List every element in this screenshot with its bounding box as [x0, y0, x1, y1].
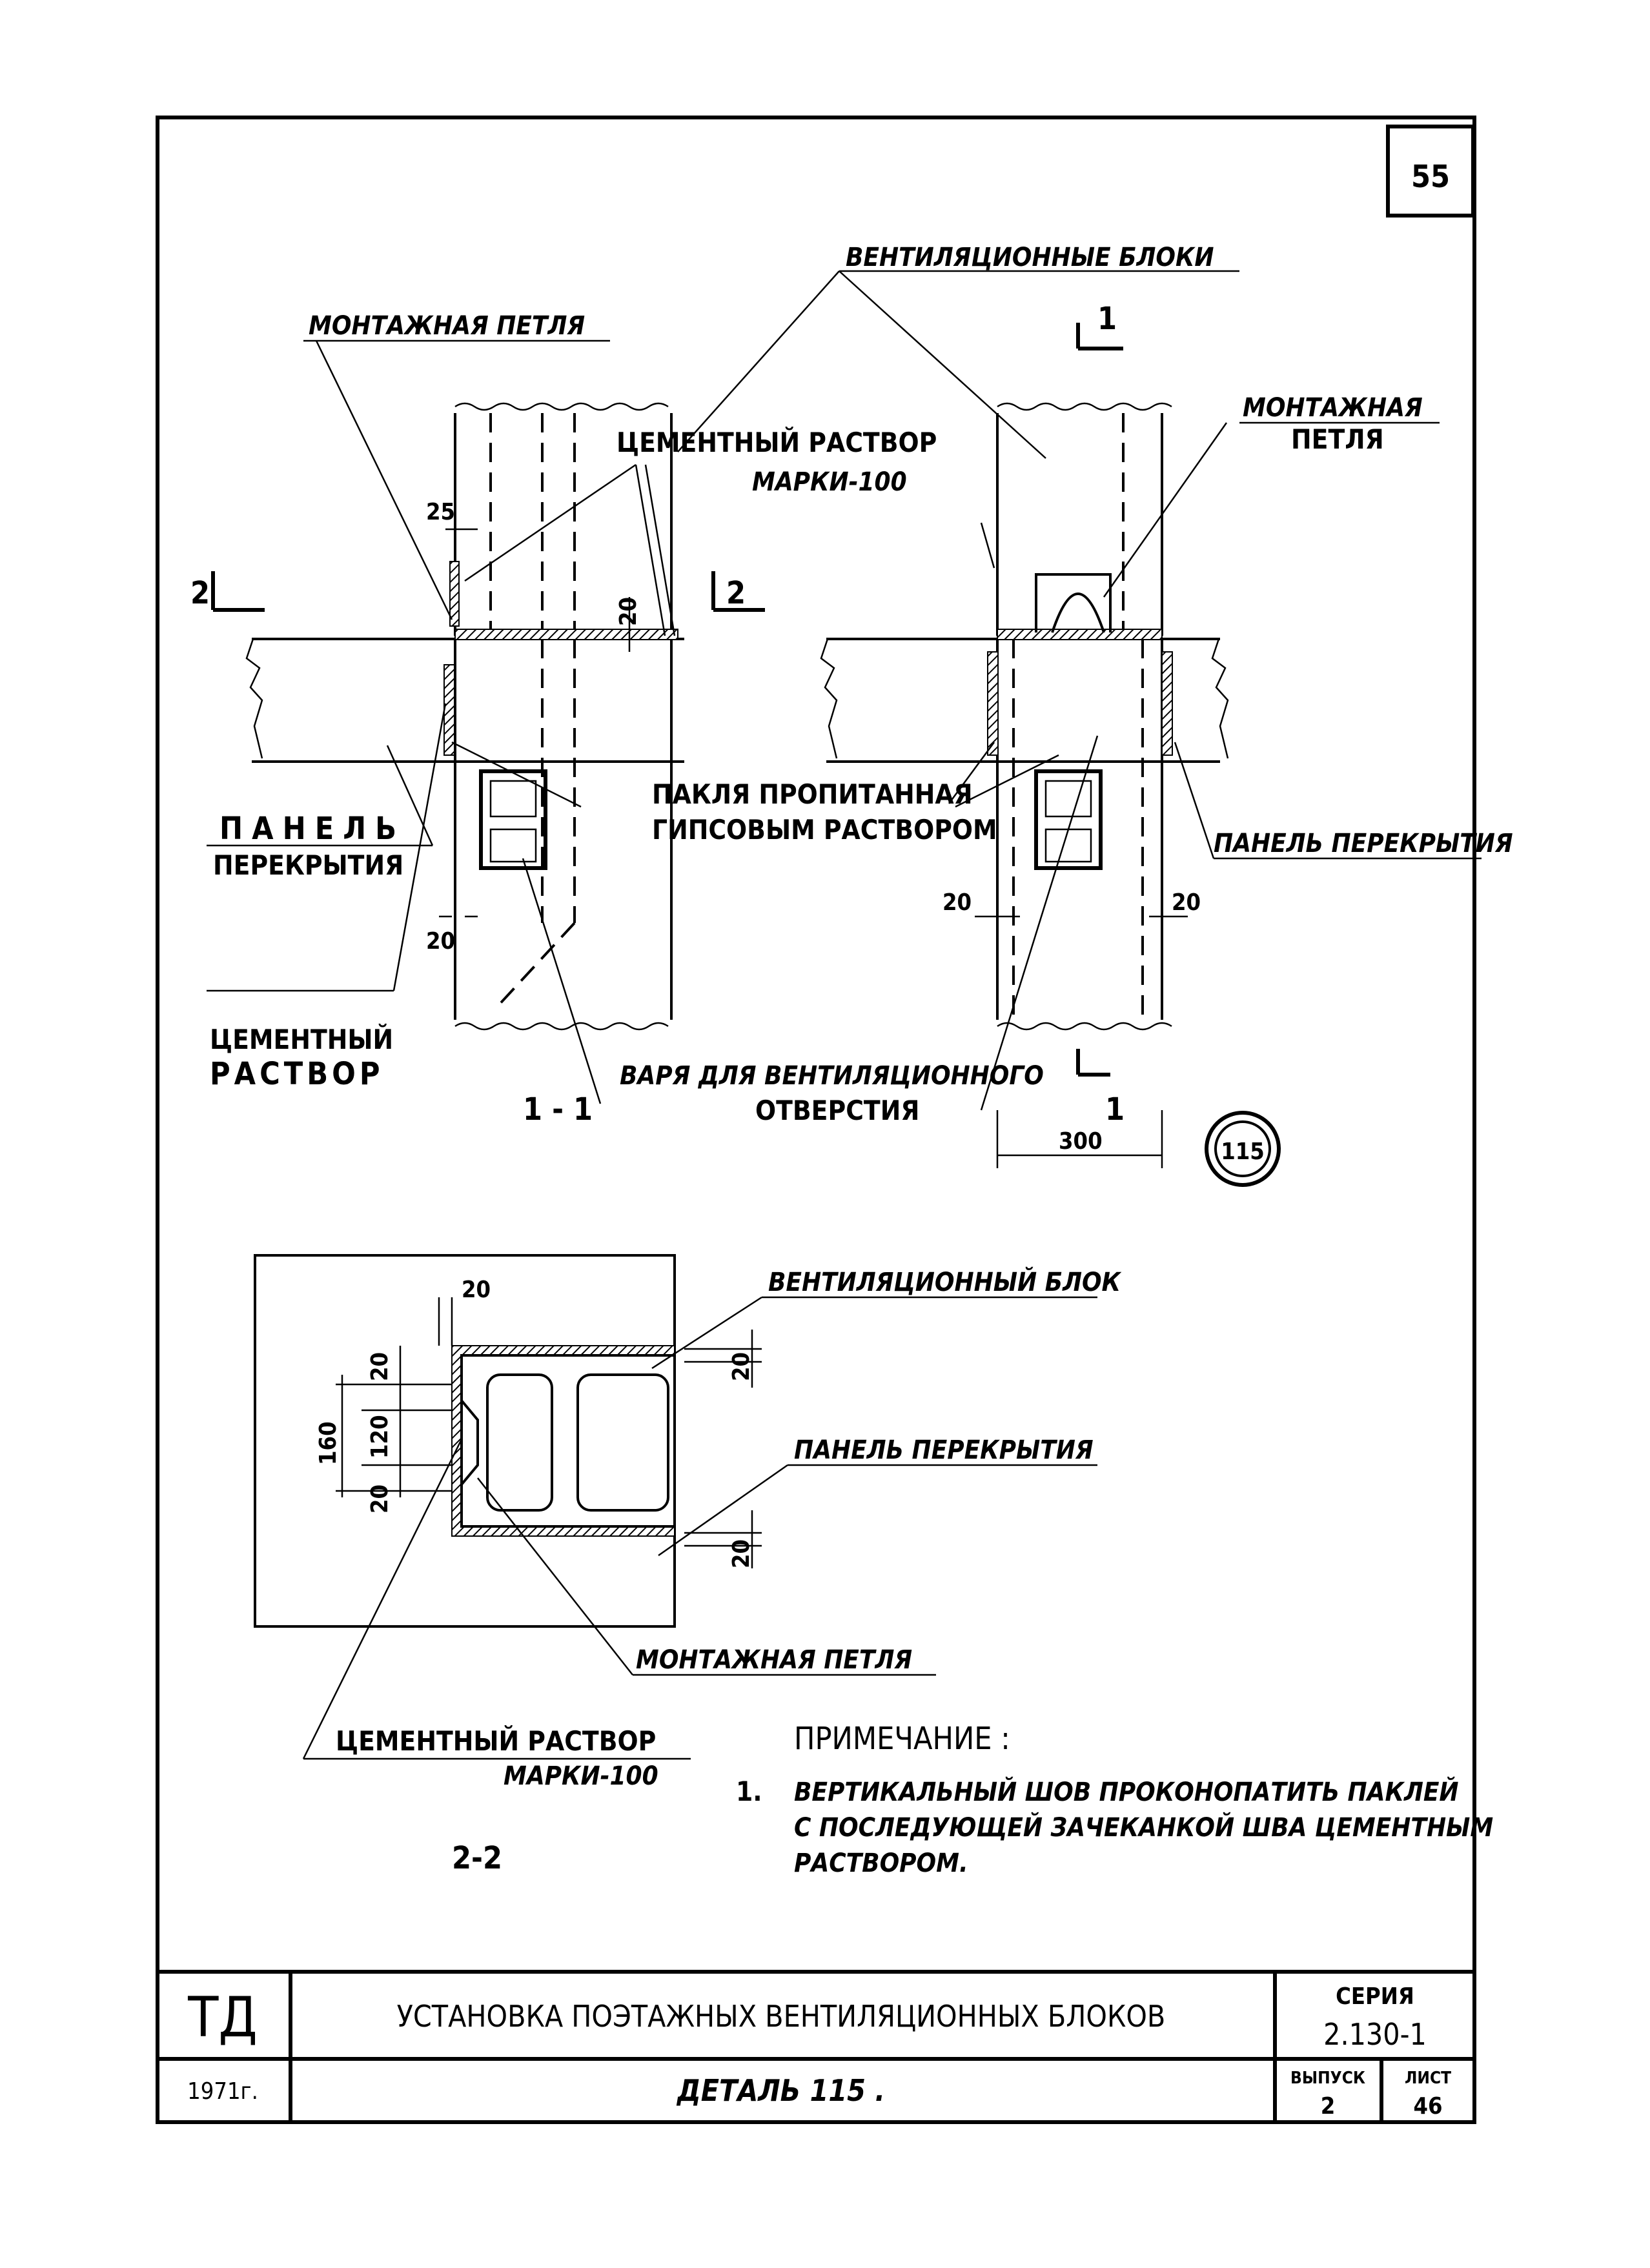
note-block: ПРИМЕЧАНИЕ : 1. ВЕРТИКАЛЬНЫЙ ШОВ ПРОКОНО… [736, 1721, 1493, 1878]
label-tow-1: ПАКЛЯ ПРОПИТАННАЯ [652, 778, 973, 810]
section-right-drawing [820, 323, 1482, 1168]
note-item-number: 1. [736, 1776, 762, 1807]
label-cut-2-right: 2 [726, 575, 746, 611]
detail-marker-115: 115 [1205, 1111, 1281, 1187]
dim-160-plan: 160 [315, 1421, 341, 1465]
label-cement-mortar-m100-1: ЦЕМЕНТНЫЙ РАСТВОР [616, 426, 937, 458]
label-floor-panel-left-1: ПАНЕЛЬ [219, 811, 405, 847]
dim-20-plan-top: 20 [462, 1277, 491, 1303]
label-cut-1-bottom: 1 [1105, 1091, 1125, 1128]
title-sheet-value: 46 [1413, 2093, 1442, 2120]
label-cut-1-top: 1 [1097, 301, 1117, 337]
label-floor-panel-plan: ПАНЕЛЬ ПЕРЕКРЫТИЯ [794, 1435, 1094, 1465]
dim-20-right-b: 20 [1172, 889, 1201, 916]
label-cut-2-left: 2 [190, 575, 210, 611]
title-main: УСТАНОВКА ПОЭТАЖНЫХ ВЕНТИЛЯЦИОННЫХ БЛОКО… [397, 1999, 1166, 2034]
section-1-1-drawing [207, 270, 1239, 1111]
title-series-value: 2.130-1 [1323, 2017, 1427, 2052]
dim-300: 300 [1059, 1128, 1103, 1155]
note-line-1: ВЕРТИКАЛЬНЫЙ ШОВ ПРОКОНОПАТИТЬ ПАКЛЕЙ [794, 1776, 1459, 1807]
label-vent-blocks: ВЕНТИЛЯЦИОННЫЕ БЛОКИ [846, 243, 1214, 272]
title-org: ТД [187, 1985, 258, 2050]
label-mount-loop-plan: МОНТАЖНАЯ ПЕТЛЯ [636, 1645, 912, 1675]
dim-20-plan-d: 20 [728, 1539, 755, 1568]
label-mount-loop-right-1: МОНТАЖНАЯ [1243, 393, 1423, 423]
note-line-3: РАСТВОРОМ. [794, 1848, 968, 1878]
dim-20-right-a: 20 [942, 889, 972, 916]
dim-20-left: 20 [426, 928, 455, 955]
page-number: 55 [1411, 159, 1450, 195]
title-block: ТД 1971г. УСТАНОВКА ПОЭТАЖНЫХ ВЕНТИЛЯЦИО… [158, 1970, 1474, 2122]
dim-20-joint: 20 [615, 597, 642, 626]
title-subtitle: ДЕТАЛЬ 115 . [676, 2073, 885, 2108]
label-cement-mortar-plan-2: МАРКИ-100 [504, 1761, 658, 1791]
dim-25: 25 [426, 499, 455, 525]
section-2-2-drawing [254, 1254, 1097, 1760]
dim-20-plan-b: 20 [367, 1484, 393, 1514]
label-mount-loop-top: МОНТАЖНАЯ ПЕТЛЯ [309, 311, 585, 341]
label-floor-panel-left-2: ПЕРЕКРЫТИЯ [213, 849, 403, 881]
label-cement-mortar-left-2: РАСТВОР [210, 1056, 383, 1092]
drawing-frame [156, 116, 1476, 2124]
label-cement-mortar-m100-2: МАРКИ-100 [752, 467, 907, 497]
title-issue-label: ВЫПУСК [1290, 2069, 1365, 2088]
note-line-2: С ПОСЛЕДУЮЩЕЙ ЗАЧЕКАНКОЙ ШВА ЦЕМЕНТНЫМ [794, 1812, 1493, 1843]
label-mount-loop-right-2: ПЕТЛЯ [1291, 423, 1384, 455]
label-floor-panel-right: ПАНЕЛЬ ПЕРЕКРЫТИЯ [1214, 829, 1513, 858]
title-issue-value: 2 [1321, 2093, 1336, 2120]
label-cement-mortar-left-1: ЦЕМЕНТНЫЙ [210, 1023, 393, 1055]
dim-20-plan-a: 20 [367, 1352, 393, 1381]
page-number-box: 55 [1386, 125, 1475, 218]
label-vent-block-single: ВЕНТИЛЯЦИОННЫЙ БЛОК [768, 1266, 1122, 1297]
title-year: 1971г. [187, 2078, 258, 2105]
dim-20-plan-c: 20 [728, 1352, 755, 1381]
label-tow-2: ГИПСОВЫМ РАСТВОРОМ [652, 814, 997, 845]
label-section-1-1: 1 - 1 [523, 1091, 593, 1128]
label-vent-opening-2: ОТВЕРСТИЯ [755, 1095, 919, 1126]
title-sheet-label: ЛИСТ [1405, 2069, 1451, 2088]
title-series-label: СЕРИЯ [1336, 1983, 1414, 2010]
label-vent-opening-1: ВАРЯ ДЛЯ ВЕНТИЛЯЦИОННОГО [620, 1061, 1044, 1091]
dim-120-plan: 120 [367, 1415, 393, 1459]
detail-number: 115 [1221, 1139, 1265, 1165]
note-heading: ПРИМЕЧАНИЕ : [794, 1721, 1010, 1757]
label-cement-mortar-plan-1: ЦЕМЕНТНЫЙ РАСТВОР [336, 1725, 656, 1757]
label-section-2-2: 2-2 [452, 1840, 502, 1876]
